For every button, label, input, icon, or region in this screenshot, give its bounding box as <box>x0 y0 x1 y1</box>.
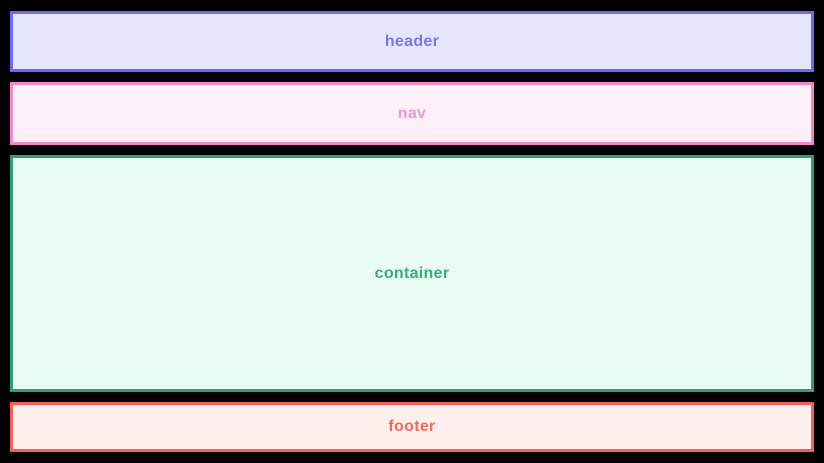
nav-region: nav <box>10 82 814 145</box>
footer-label: footer <box>388 418 436 435</box>
container-region: container <box>10 155 814 392</box>
header-region: header <box>10 11 814 72</box>
footer-region: footer <box>10 402 814 452</box>
header-label: header <box>384 32 440 50</box>
container-label: container <box>374 264 450 282</box>
nav-label: nav <box>397 104 427 122</box>
